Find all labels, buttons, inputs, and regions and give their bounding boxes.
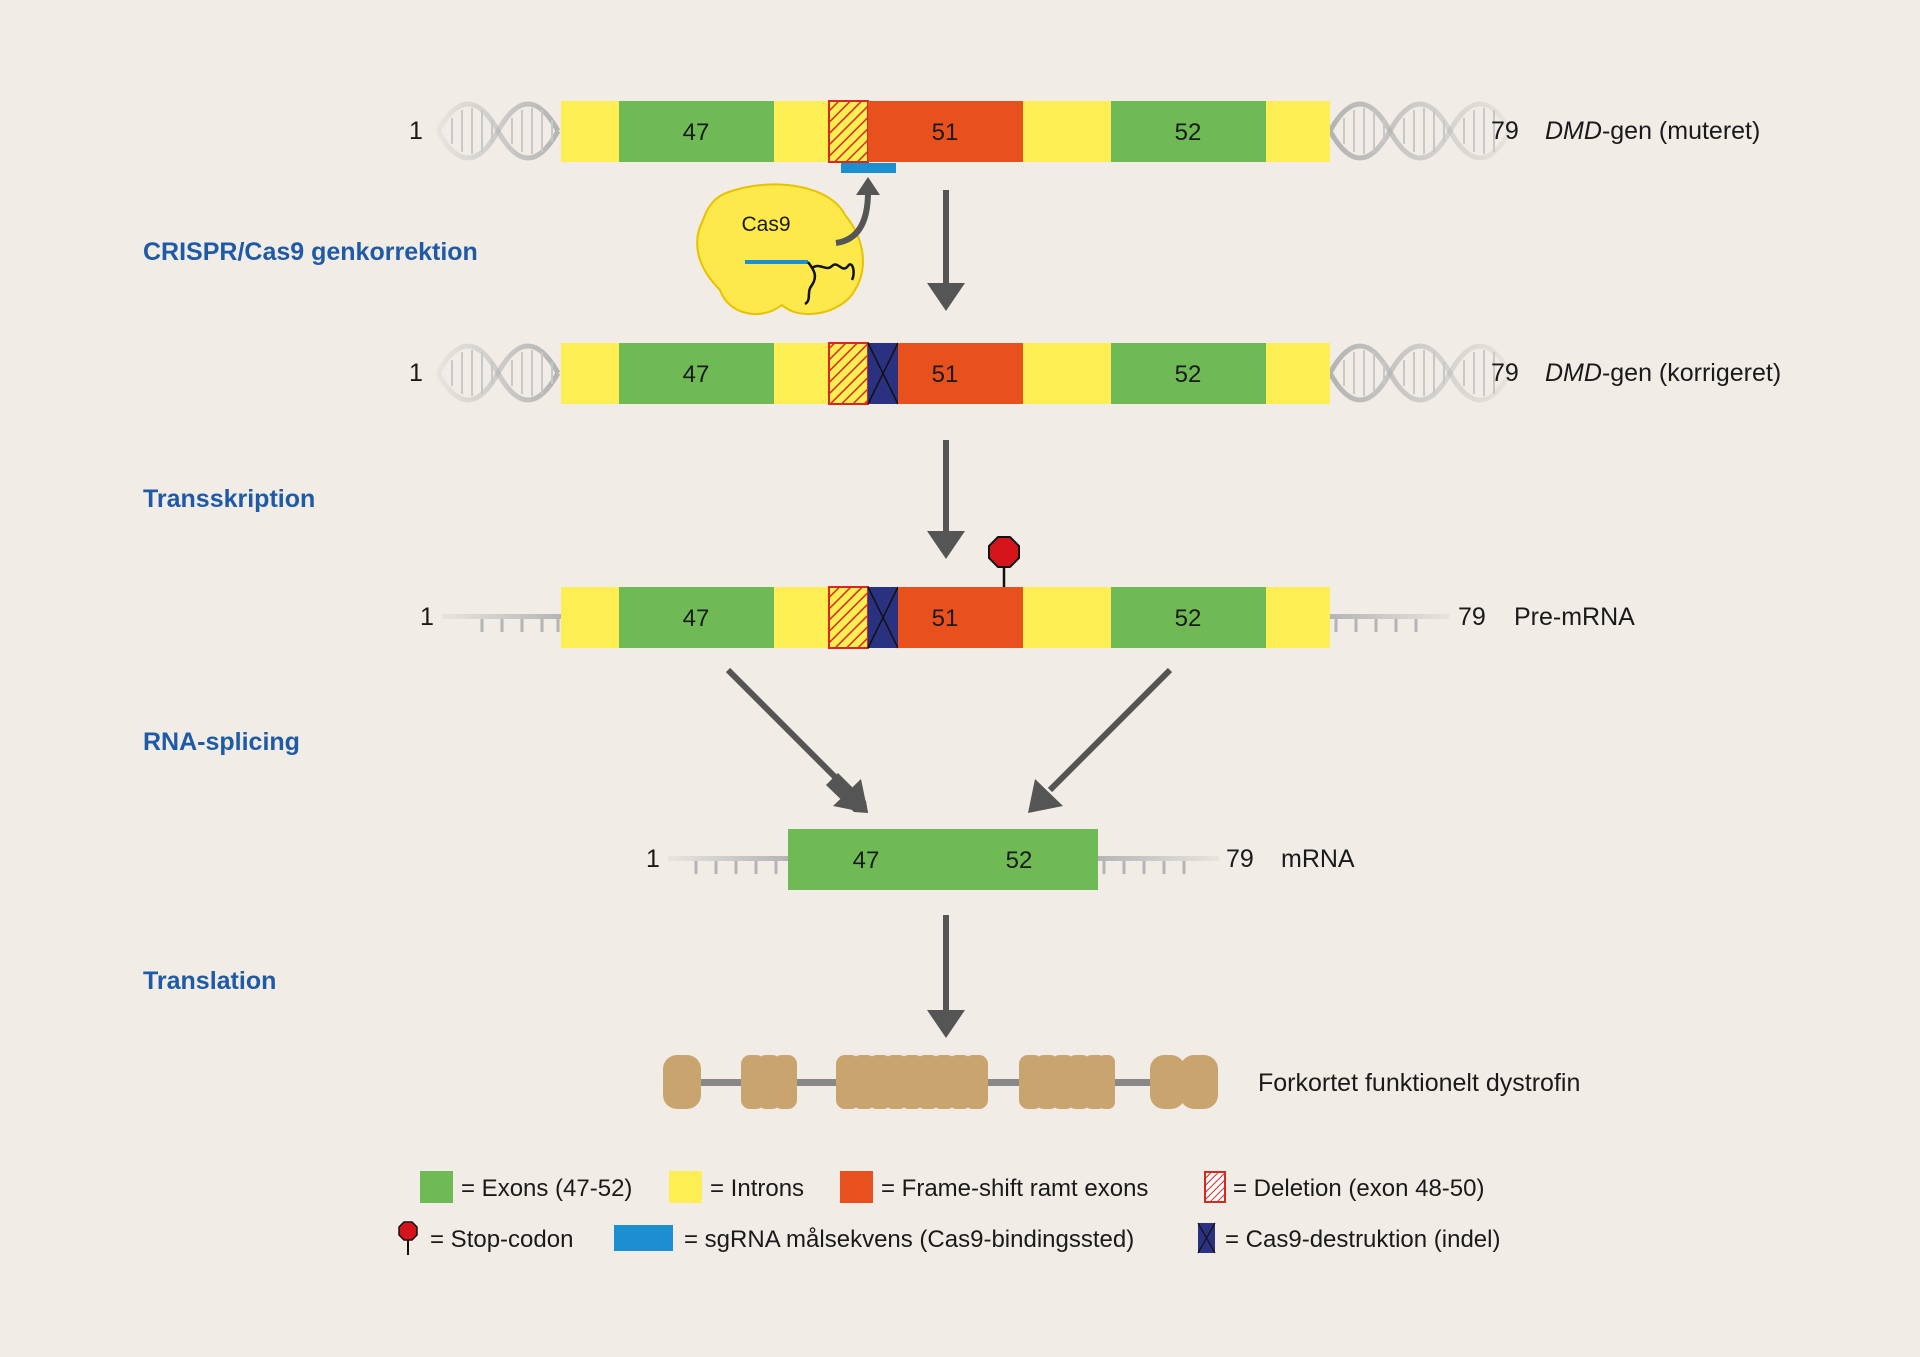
exon-52-label: 52 [1175,119,1202,146]
cas9-label: Cas9 [741,213,790,236]
sgrna-target-site [841,163,896,173]
arrow-splicing-left [725,667,851,793]
corrected-gene-title: DMD-gen (korrigeret) [1545,359,1781,387]
exon-47-label: 47 [683,361,710,388]
stop-codon-icon [988,536,1020,587]
legend-introns-label: = Introns [710,1175,804,1202]
cas9-protein-blob [696,183,864,315]
arrow-splicing-left-head [833,779,868,813]
legend-stop-label: = Stop-codon [430,1226,573,1253]
rna-strand-right-premrna [1330,614,1450,632]
mrna-exon-bar [788,829,1098,890]
deletion-segment [828,100,869,163]
cas9-complex: Cas9 [696,177,880,315]
mrna-exon-52-label: 52 [1006,847,1033,874]
exon-52 [1111,101,1266,162]
rna-strand-right-mrna [1097,856,1219,874]
protein-title: Forkortet funktionelt dystrofin [1258,1069,1580,1097]
mutated-end-number: 79 [1491,117,1519,145]
dna-helix-left-mutated [435,101,561,161]
mutated-gene-title: DMD-gen (muteret) [1545,117,1760,145]
exon-51-frameshift [868,101,1023,162]
legend-exons-label: = Exons (47-52) [461,1175,632,1202]
legend-stop-codon-icon [398,1221,418,1255]
exon-51-frameshift [898,587,1023,648]
exon-51-frameshift [898,343,1023,404]
corrected-start-number: 1 [409,359,423,387]
legend-sgrna-label: = sgRNA målsekvens (Cas9-bindingssted) [684,1226,1134,1253]
dna-helix-right-mutated [1327,101,1513,161]
rna-strand-left-premrna [442,614,562,632]
corrected-end-number: 79 [1491,359,1519,387]
legend-deletion-swatch [1204,1171,1226,1203]
rna-scaffold [804,261,855,306]
exon-51-label: 51 [932,605,959,632]
legend-intron-swatch [669,1171,702,1203]
exon-52-label: 52 [1175,361,1202,388]
mrna-end-number: 79 [1226,845,1254,873]
legend-exon-swatch [420,1171,453,1203]
premrna-end-number: 79 [1458,603,1486,631]
gene-bar-corrected: 47 51 52 [561,342,1330,405]
exon-51-label: 51 [932,119,959,146]
mutated-start-number: 1 [409,117,423,145]
gene-bar-premrna: 47 51 52 [561,586,1330,649]
exon-52-label: 52 [1175,605,1202,632]
step-transcription-label: Transskription [143,485,315,513]
arrow-transcription-head [927,531,965,559]
exon-47 [619,101,774,162]
exon-47 [619,587,774,648]
arrow-translation-head [927,1010,965,1038]
legend-frameshift-label: = Frame-shift ramt exons [881,1175,1148,1202]
exon-47 [619,343,774,404]
rna-strand-left-mrna [668,856,790,874]
gene-bar-mutated: 47 51 52 [561,100,1330,163]
exon-52 [1111,343,1266,404]
legend-indel-label: = Cas9-destruktion (indel) [1225,1226,1500,1253]
step-translation-label: Translation [143,967,276,995]
step-crispr-label: CRISPR/Cas9 genkorrektion [143,238,478,266]
exon-47-label: 47 [683,605,710,632]
deletion-segment [828,586,869,649]
mrna-start-number: 1 [646,845,660,873]
legend: = Exons (47-52) = Introns = Frame-shift … [398,1171,1500,1255]
mrna-exon-47-label: 47 [853,847,880,874]
exon-51-label: 51 [932,361,959,388]
deletion-segment [828,342,869,405]
dna-helix-right-corrected [1327,343,1513,403]
arrow-splicing-right-head [1028,779,1063,813]
cas9-binding-arrow [835,191,871,246]
cas9-binding-arrowhead [856,177,880,195]
mrna-title: mRNA [1281,845,1355,873]
legend-indel-swatch [1197,1222,1216,1254]
dna-helix-left-corrected [435,343,561,403]
premrna-start-number: 1 [420,603,434,631]
arrow-crispr-head [927,283,965,311]
legend-sgrna-swatch [614,1225,673,1251]
premrna-title: Pre-mRNA [1514,603,1635,631]
exon-47-label: 47 [683,119,710,146]
legend-frameshift-swatch [840,1171,873,1203]
exon-52 [1111,587,1266,648]
legend-deletion-label: = Deletion (exon 48-50) [1233,1175,1484,1202]
arrow-splicing-right [1047,667,1173,793]
dystrophin-protein [663,1055,1218,1109]
step-splicing-label: RNA-splicing [143,728,300,756]
